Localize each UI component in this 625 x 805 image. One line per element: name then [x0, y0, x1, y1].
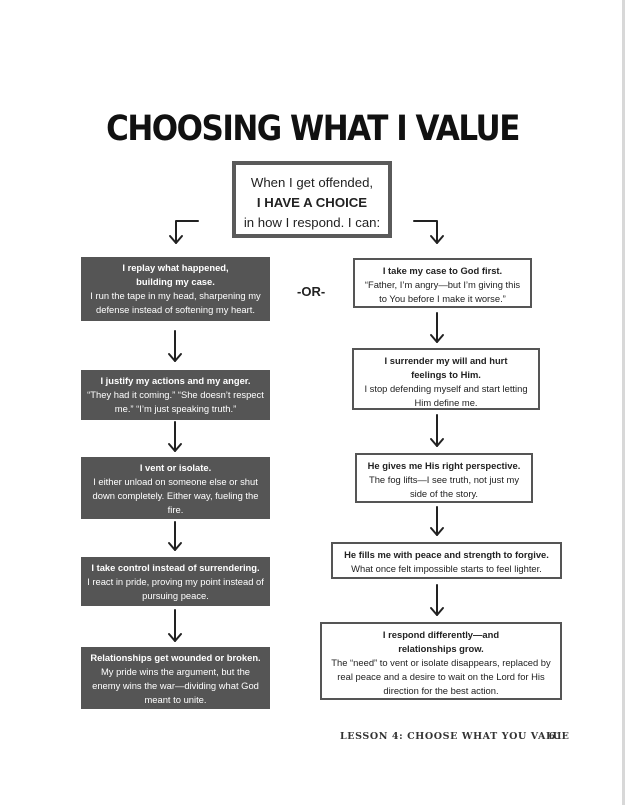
left-step-2-body: “They had it coming.” “She doesn’t respe… — [87, 389, 264, 414]
left-step-5-body: My pride wins the argument, but the enem… — [92, 666, 259, 705]
right-step-4-heading: He fills me with peace and strength to f… — [344, 549, 549, 560]
down-arrow-icon — [168, 609, 182, 642]
right-step-5-heading: I respond differently—and relationships … — [382, 629, 500, 654]
left-step-5-heading: Relationships get wounded or broken. — [90, 652, 261, 663]
left-step-4-heading: I take control instead of surrendering. — [91, 562, 260, 573]
down-arrow-icon — [430, 506, 444, 536]
footer-lesson: LESSON 4: CHOOSE WHAT YOU VALUE — [340, 731, 570, 742]
right-step-3: He gives me His right perspective. The f… — [355, 453, 533, 503]
footer-page-number: 61 — [548, 731, 563, 742]
left-step-1-heading: I replay what happened, building my case… — [122, 262, 229, 287]
right-step-1: I take my case to God first. “Father, I’… — [353, 258, 532, 308]
choice-box: When I get offended, I HAVE A CHOICE in … — [232, 161, 392, 238]
page-title: CHOOSING WHAT I VALUE — [106, 108, 520, 150]
right-step-2: I surrender my will and hurt feelings to… — [352, 348, 540, 410]
elbow-arrow-right-icon — [413, 220, 444, 244]
right-step-4: He fills me with peace and strength to f… — [331, 542, 562, 579]
left-step-5: Relationships get wounded or broken. My … — [81, 647, 270, 709]
right-step-4-body: What once felt impossible starts to feel… — [351, 563, 542, 574]
down-arrow-icon — [168, 521, 182, 551]
choice-line-1: When I get offended, — [250, 175, 374, 190]
right-step-5: I respond differently—and relationships … — [320, 622, 562, 700]
right-step-1-heading: I take my case to God first. — [382, 265, 503, 276]
or-label: -OR- — [297, 284, 326, 299]
right-step-1-body: “Father, I’m angry—but I’m giving this t… — [364, 279, 521, 304]
elbow-arrow-left-icon — [169, 220, 199, 244]
left-step-3: I vent or isolate. I either unload on so… — [81, 457, 270, 519]
left-step-1: I replay what happened, building my case… — [81, 257, 270, 321]
down-arrow-icon — [168, 421, 182, 452]
down-arrow-icon — [168, 330, 182, 362]
left-step-4: I take control instead of surrendering. … — [81, 557, 270, 606]
left-step-4-body: I react in pride, proving my point inste… — [87, 576, 264, 601]
right-step-5-body: The “need” to vent or isolate disappears… — [331, 657, 551, 696]
left-step-3-heading: I vent or isolate. — [139, 462, 212, 473]
down-arrow-icon — [430, 584, 444, 616]
right-step-2-body: I stop defending myself and start lettin… — [364, 383, 528, 408]
page-edge — [622, 0, 625, 805]
left-step-2: I justify my actions and my anger. “They… — [81, 370, 270, 420]
page-footer: LESSON 4: CHOOSE WHAT YOU VALUE 61 — [340, 731, 569, 742]
left-step-2-heading: I justify my actions and my anger. — [100, 375, 251, 386]
left-step-1-body: I run the tape in my head, sharpening my… — [90, 290, 261, 315]
down-arrow-icon — [430, 312, 444, 343]
down-arrow-icon — [430, 414, 444, 447]
right-step-3-heading: He gives me His right perspective. — [367, 460, 521, 471]
choice-line-3: in how I respond. I can: — [243, 215, 381, 230]
right-step-2-heading: I surrender my will and hurt feelings to… — [384, 355, 508, 380]
left-step-3-body: I either unload on someone else or shut … — [92, 476, 259, 515]
choice-line-2: I HAVE A CHOICE — [256, 195, 368, 210]
right-step-3-body: The fog lifts—I see truth, not just my s… — [368, 474, 520, 499]
